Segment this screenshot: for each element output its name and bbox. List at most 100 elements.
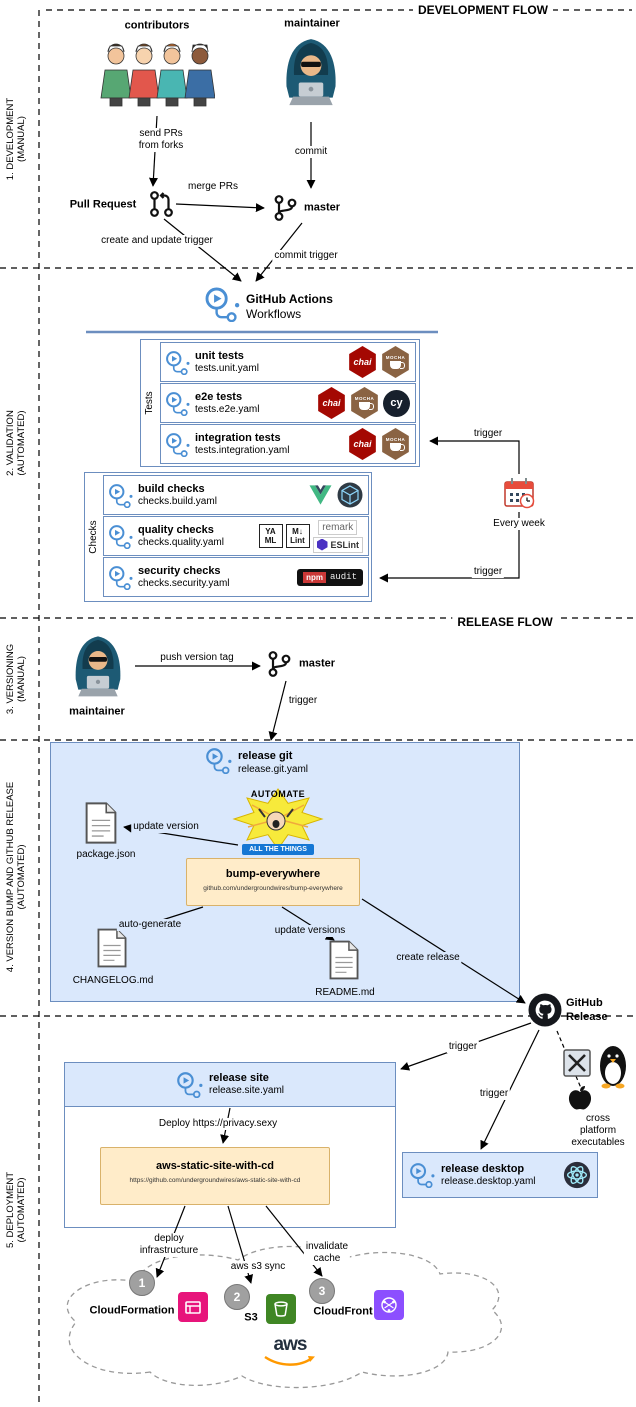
workflow-row-unit-tests: unit tests tests.unit.yaml chai MOCHA: [160, 342, 416, 382]
automate-meme: AUTOMATE ALL THE THINGS: [232, 787, 324, 857]
side-label-deployment: 5. DEPLOYMENT (AUTOMATED): [5, 1171, 27, 1249]
release-desktop-name: release desktop: [441, 1162, 525, 1175]
mocha-mug: [390, 361, 405, 369]
mdlint-label-top: M↓: [292, 527, 303, 536]
release-desktop-text: release desktop release.desktop.yaml: [441, 1163, 536, 1188]
github-actions-icon: [109, 565, 133, 590]
workflow-text: security checks checks.security.yaml: [138, 565, 230, 590]
cross-platform-icons: [563, 1046, 626, 1110]
workflow-file: tests.unit.yaml: [195, 362, 259, 374]
cloudformation-label: CloudFormation: [89, 1304, 175, 1317]
aws-static-site-title: aws-static-site-with-cd: [156, 1160, 274, 1172]
cypress-label: cy: [390, 397, 403, 409]
maintainer-label: maintainer: [284, 17, 340, 30]
release-desktop-workflow-box: release desktop release.desktop.yaml: [402, 1152, 598, 1198]
side-label-versioning: 3. VERSIONING (MANUAL): [5, 643, 27, 715]
eslint-label: ESLint: [330, 539, 360, 550]
workflow-row-build-checks: build checks checks.build.yaml: [103, 475, 369, 515]
workflow-row-security-checks: security checks checks.security.yaml npm…: [103, 557, 369, 597]
deploy-infrastructure-label: deploy infrastructure: [137, 1233, 201, 1257]
workflows-subtitle: Workflows: [246, 307, 302, 321]
package-json-icon: [85, 802, 117, 844]
auto-generate-label: auto-generate: [116, 919, 184, 931]
mocha-label: MOCHA: [385, 437, 406, 442]
webpack-icon: [337, 482, 363, 508]
push-version-tag-label: push version tag: [158, 652, 236, 664]
eslint-hexagon: [316, 538, 328, 551]
yaml-label-top: YA: [265, 527, 276, 536]
meme-bottom-text: ALL THE THINGS: [242, 844, 314, 855]
workflow-text: e2e tests tests.e2e.yaml: [195, 391, 259, 416]
github-actions-icon: [109, 483, 133, 508]
mocha-mug: [390, 443, 405, 451]
trigger-site-label: trigger: [446, 1041, 480, 1053]
aws-static-site-box: aws-static-site-with-cd https://github.c…: [100, 1147, 330, 1205]
release-git-name: release git: [238, 750, 293, 762]
chai-icon: chai: [349, 428, 376, 460]
cypress-icon: cy: [383, 389, 410, 417]
master-branch-icon: [268, 651, 291, 677]
pull-request-icon: [150, 191, 173, 217]
eslint-icon: ESLint: [312, 536, 363, 553]
master-label: master: [303, 201, 341, 214]
github-actions-icon: [166, 391, 190, 416]
trigger-checks-label: trigger: [471, 566, 505, 578]
package-json-label: package.json: [76, 849, 136, 860]
github-actions-icon: [206, 748, 232, 774]
bump-everywhere-box: bump-everywhere github.com/undergroundwi…: [186, 858, 360, 906]
side-label-validation: 2. VALIDATION (AUTOMATED): [5, 410, 27, 476]
readme-label: README.md: [315, 987, 375, 998]
commit-edge-label: commit: [292, 146, 330, 158]
master-branch-icon: [274, 195, 297, 221]
trigger-tests-label: trigger: [471, 428, 505, 440]
release-site-header: release site release.site.yaml: [65, 1063, 395, 1107]
github-actions-title: GitHub Actions: [246, 292, 333, 306]
create-update-trigger-label: create and update trigger: [99, 235, 215, 247]
contributors-label: contributors: [124, 19, 190, 32]
workflow-text: quality checks checks.quality.yaml: [138, 524, 224, 549]
checks-group-label: Checks: [87, 520, 99, 554]
release-desktop-file: release.desktop.yaml: [441, 1175, 536, 1187]
invalidate-cache-label: invalidate cache: [303, 1241, 351, 1265]
release-git-file: release.git.yaml: [238, 764, 309, 775]
s3-icon: [266, 1294, 296, 1324]
step-2-badge: 2: [224, 1284, 250, 1310]
pull-request-label: Pull Request: [69, 198, 137, 211]
github-actions-icon: [177, 1072, 203, 1098]
tool-icons: chai MOCHA cy: [317, 387, 410, 419]
remark-eslint-stack: remark ESLint: [312, 519, 363, 553]
workflow-text: integration tests tests.integration.yaml: [195, 432, 290, 457]
side-label-development: 1. DEVELOPMENT (MANUAL): [5, 97, 27, 181]
workflow-file: checks.build.yaml: [138, 495, 217, 507]
audit-label: audit: [329, 572, 357, 582]
maintainer-illustration: [286, 39, 336, 106]
chai-icon: chai: [349, 346, 376, 378]
chai-label: chai: [322, 398, 341, 408]
aws-logo-text: aws: [273, 1334, 308, 1355]
meme-top-text: AUTOMATE: [250, 789, 306, 799]
step-3-badge: 3: [309, 1278, 335, 1304]
github-release-label: GitHub Release: [566, 997, 608, 1023]
release-site-name: release site: [208, 1072, 269, 1084]
cloudformation-icon: [178, 1292, 208, 1322]
mocha-label: MOCHA: [354, 396, 375, 401]
vue-icon: [309, 485, 332, 505]
update-versions-label: update versions: [272, 925, 348, 937]
bump-everywhere-url: github.com/undergroundwires/bump-everywh…: [203, 885, 343, 892]
changelog-label: CHANGELOG.md: [72, 975, 154, 986]
yaml-label-bottom: ML: [264, 536, 277, 545]
markdownlint-icon: M↓ Lint: [285, 524, 310, 548]
cloudfront-label: CloudFront: [313, 1305, 373, 1318]
chai-label: chai: [353, 439, 372, 449]
workflow-name: build checks: [138, 482, 205, 495]
release-site-text: release site release.site.yaml: [209, 1072, 284, 1097]
release-flow-title: RELEASE FLOW: [452, 615, 558, 629]
maintainer-illustration: [75, 636, 121, 697]
send-prs-edge-label: send PRs from forks: [136, 128, 186, 152]
workflow-file: checks.quality.yaml: [138, 536, 224, 548]
trigger-label: trigger: [286, 695, 320, 707]
s3-label: S3: [244, 1311, 258, 1324]
step-1-badge: 1: [129, 1270, 155, 1296]
github-actions-icon: [166, 432, 190, 457]
electron-icon: [563, 1161, 591, 1189]
